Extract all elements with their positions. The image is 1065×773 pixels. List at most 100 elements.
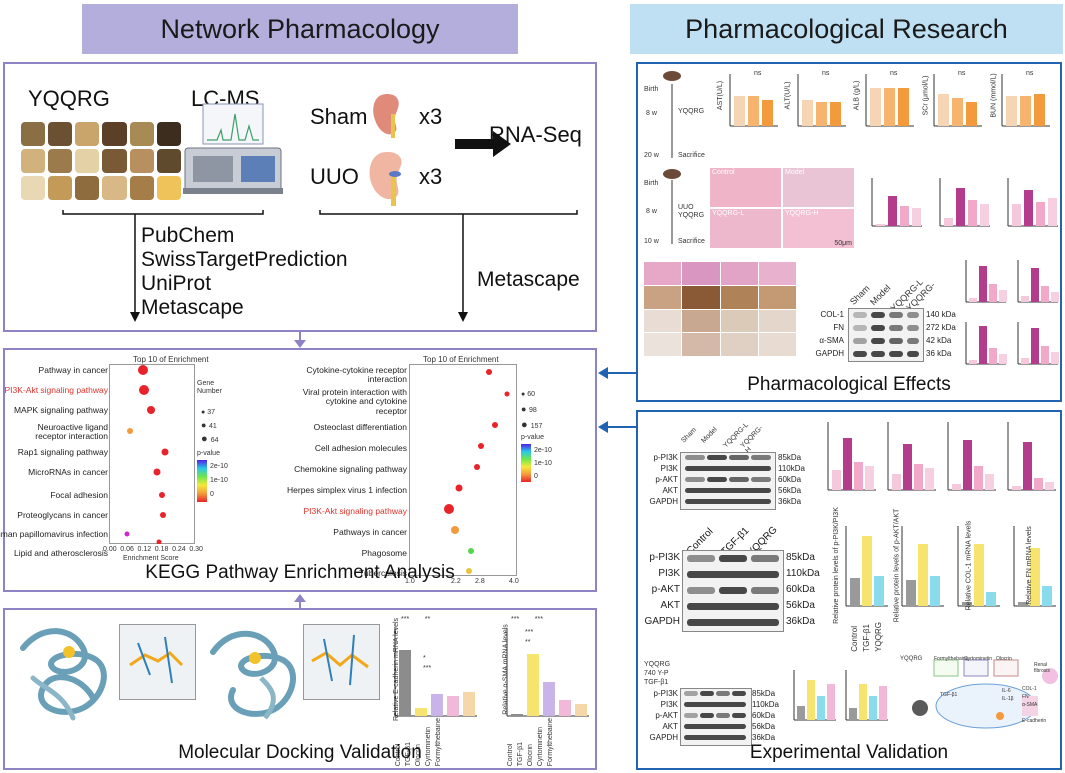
- bar: [762, 100, 773, 126]
- bar: [1020, 96, 1031, 126]
- pvalue-colorbar-right: [521, 444, 531, 482]
- pvalue-title: p-value: [197, 450, 220, 457]
- kegg-right-plot: [409, 364, 517, 576]
- kegg-panel-title: KEGG Pathway Enrichment Analysis: [145, 562, 455, 583]
- bar: [870, 88, 881, 126]
- ecad-bar: [431, 694, 443, 716]
- ecad-ylabel: Relative E-cadherin mRNA levels: [393, 617, 401, 722]
- top-bar-charts: ns ns ns ns ns AST(U/L) ALT(U/L) ALB (g/…: [717, 70, 1058, 156]
- asma-sig: *** ***: [511, 616, 543, 623]
- tick-label: 0.24: [172, 546, 186, 553]
- ns-label: ns: [1026, 70, 1034, 77]
- val-charts-1: [827, 422, 1056, 491]
- bar: [734, 96, 745, 126]
- metascape-label-right: Metascape: [477, 268, 580, 291]
- kegg-right-dot: [466, 568, 472, 574]
- kegg-right-dot: [444, 504, 454, 514]
- pharmacological-effects-panel: Birth 8 w 20 w YQQRG Sacrifice: [636, 62, 1062, 402]
- uuo-x3-label: x3: [419, 164, 443, 189]
- asma-chart: [506, 628, 589, 717]
- kegg-right-path: Phagosome: [361, 548, 407, 558]
- asma-ylabel: Relative α-SMA mRNA levels: [502, 624, 510, 715]
- kegg-left-path: Human papillomavirus infection: [0, 529, 108, 539]
- tick-label: 1.0: [405, 578, 415, 585]
- tick-label: 0.12: [137, 546, 152, 553]
- val-wb2-blot: [682, 550, 784, 632]
- bar: [952, 98, 963, 126]
- ecad-bar: [399, 650, 411, 716]
- docking-closeup-1: [119, 624, 196, 700]
- herb-grid-image: [21, 122, 181, 200]
- docking-panel-title: Molecular Docking Validation: [178, 742, 422, 763]
- kegg-right-dot: [478, 443, 484, 449]
- ecad-bar: [463, 692, 475, 716]
- kegg-right-path: Viral protein interaction with cytokine …: [302, 387, 407, 416]
- tick-label: 0.06: [120, 546, 134, 553]
- ns-label: ns: [958, 70, 966, 77]
- kegg-left-path: MicroRNAs in cancer: [28, 467, 108, 477]
- tick-label: 4.0: [509, 578, 519, 585]
- uuo-label: UUO: [310, 164, 359, 189]
- kegg-right-dot: [492, 422, 498, 428]
- kegg-left-path: Neuroactive ligand receptor interaction: [35, 422, 108, 442]
- kegg-left-dot: [139, 385, 149, 395]
- pvalue-title-right: p-value: [521, 434, 544, 441]
- timeline1: Birth 8 w 20 w YQQRG Sacrifice: [644, 68, 705, 164]
- kegg-right-title: Top 10 of Enrichment: [423, 355, 499, 364]
- kegg-left-path: Lipid and atherosclerosis: [13, 548, 108, 558]
- yqqrg-label: YQQRG: [28, 86, 110, 111]
- protein-structure-1: [20, 628, 107, 721]
- pvalue-colorbar: [197, 460, 207, 502]
- ylabel: ALB (g/L): [853, 80, 861, 111]
- bar: [1006, 96, 1017, 126]
- val-wb1-blot: [680, 452, 776, 510]
- kegg-right-path: Cell adhesion molecules: [314, 443, 407, 453]
- kegg-left-dot: [153, 468, 161, 476]
- uniprot-label: UniProt: [141, 272, 212, 295]
- kegg-left-dot: [138, 365, 148, 375]
- kegg-right-dot: [455, 484, 463, 492]
- kegg-left-path: Rap1 signaling pathway: [17, 447, 108, 457]
- uuo-kidney-icon: [369, 152, 402, 206]
- ecad-sig: *** **: [401, 616, 431, 623]
- docking-panel: Relative E-cadherin mRNA levels *** ** *…: [3, 608, 597, 770]
- kegg-right-dot: [486, 369, 492, 375]
- kegg-left-path: Pathway in cancer: [38, 365, 108, 375]
- asma-bar: [559, 700, 571, 716]
- bar: [898, 88, 909, 126]
- timeline2: Birth 8 w 10 w UUO YQQRG Sacrifice: [644, 168, 714, 248]
- ihc-grid: [644, 262, 796, 356]
- kegg-left-path: PI3K-Akt signaling pathway: [4, 385, 108, 395]
- effects-wb-lanes: Sham Model YQQRG-L YQQRG-H: [847, 276, 938, 320]
- bar: [816, 102, 827, 126]
- kegg-left-dot: [124, 531, 130, 537]
- bar: [830, 102, 841, 126]
- lcms-instrument-icon: [183, 103, 283, 194]
- rnaseq-label: RNA-Seq: [489, 122, 582, 147]
- kegg-left-title: Top 10 of Enrichment: [133, 355, 209, 364]
- sham-label: Sham: [310, 104, 368, 129]
- kegg-right-dot: [468, 548, 474, 554]
- kegg-right-path: Cytokine-cytokine receptor interaction: [306, 365, 407, 385]
- ns-label: ns: [754, 70, 762, 77]
- val-wb1-lanes: Sham Model YQQRG-L YQQRG-H: [680, 421, 765, 455]
- metascape-label-left: Metascape: [141, 296, 244, 319]
- connector-np-kegg: [294, 332, 306, 348]
- asma-sig2: *****: [525, 629, 534, 646]
- docking-closeup-2: [303, 624, 380, 700]
- kegg-right-dot: [451, 526, 459, 534]
- ylabel: AST(U/L): [717, 80, 725, 111]
- ecadherin-chart: [394, 628, 477, 717]
- kegg-left-dot: [127, 428, 133, 434]
- kegg-right-path: Osteoclast differentiation: [313, 422, 407, 432]
- val-chart-ylabel: Relative protein levels of p-PI3K/PI3K: [832, 507, 840, 624]
- kegg-right-path: PI3K-Akt signaling pathway: [303, 506, 407, 516]
- asma-bar: [527, 654, 539, 716]
